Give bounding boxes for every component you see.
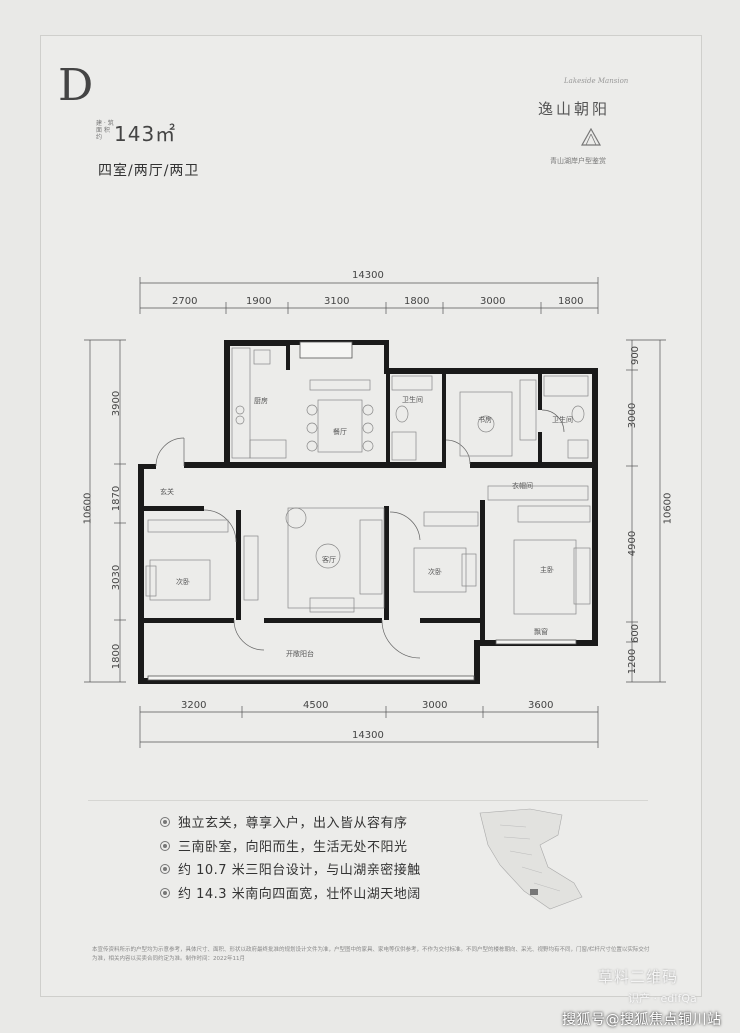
room-bath2: 卫生间 — [552, 415, 573, 424]
disclaimer-text: 本宣传资料所示的户型均为示意参考，具体尺寸、面积、形状以政府最终批准的规划设计文… — [92, 947, 650, 962]
room-bed-left: 次卧 — [176, 577, 190, 586]
dim-bottom-2: 4500 — [303, 700, 329, 711]
room-bay: 飘窗 — [534, 627, 548, 636]
room-study: 书房 — [478, 415, 492, 424]
brand-subtitle: 青山湖岸户型鉴赏 — [550, 157, 606, 165]
separator-line — [88, 800, 648, 801]
feature-item: 约 10.7 米三阳台设计，与山湖亲密接触 — [160, 859, 421, 883]
feature-list: 独立玄关，尊享入户，出入皆从容有序 三南卧室，向阳而生，生活无处不阳光 约 10… — [160, 812, 421, 906]
dim-top-3: 3100 — [324, 296, 350, 307]
watermark-code: 识产 · edIfQa — [628, 992, 697, 1005]
room-bed-mid: 次卧 — [428, 567, 442, 576]
room-master: 主卧 — [540, 565, 554, 574]
dim-top-4: 1800 — [404, 296, 430, 307]
room-living: 客厅 — [322, 555, 336, 564]
dim-bottom-total: 14300 — [352, 730, 384, 741]
watermark-qr: 草料二维码 — [598, 968, 679, 986]
bullet-icon — [160, 887, 170, 898]
dim-bottom-1: 3200 — [181, 700, 207, 711]
area-value: 143㎡ — [114, 122, 177, 146]
room-entry: 玄关 — [160, 487, 174, 496]
brand-name: 逸山朝阳 — [538, 100, 611, 118]
dim-bottom-3: 3000 — [422, 700, 448, 711]
page-frame — [40, 35, 702, 997]
layout-summary: 四室/两厅/两卫 — [98, 163, 200, 179]
unit-letter: D — [58, 60, 94, 111]
brand-logo-icon — [580, 128, 602, 146]
dim-top-6: 1800 — [558, 296, 584, 307]
dim-top-1: 2700 — [172, 296, 198, 307]
site-plan-thumbnail — [479, 808, 583, 910]
room-dining: 餐厅 — [333, 427, 347, 436]
brand-script: Lakeside Mansion — [564, 77, 629, 85]
feature-item: 约 14.3 米南向四面宽，壮怀山湖天地阔 — [160, 883, 421, 907]
room-balcony: 开敞阳台 — [286, 649, 314, 658]
feature-item: 独立玄关，尊享入户，出入皆从容有序 — [160, 812, 421, 836]
feature-item: 三南卧室，向阳而生，生活无处不阳光 — [160, 836, 421, 860]
bullet-icon — [160, 864, 170, 874]
dim-top-total: 14300 — [352, 270, 384, 281]
watermark-source: 搜狐号@搜狐焦点铜川站 — [562, 1012, 722, 1028]
dim-bottom-4: 3600 — [528, 700, 554, 711]
room-cloak: 衣帽间 — [512, 481, 533, 490]
room-kitchen: 厨房 — [254, 396, 268, 405]
dim-top-5: 3000 — [480, 296, 506, 307]
bullet-icon — [160, 817, 170, 827]
floor-plan: 厨房 餐厅 卫生间 书房 卫生间 玄关 客厅 次卧 次卧 主卧 衣帽间 飘窗 开… — [84, 277, 666, 748]
dim-top-2: 1900 — [246, 296, 272, 307]
bullet-icon — [160, 840, 170, 851]
area-label: 建 · 筑 面 积 约 — [96, 120, 114, 141]
room-bath1: 卫生间 — [402, 395, 423, 404]
